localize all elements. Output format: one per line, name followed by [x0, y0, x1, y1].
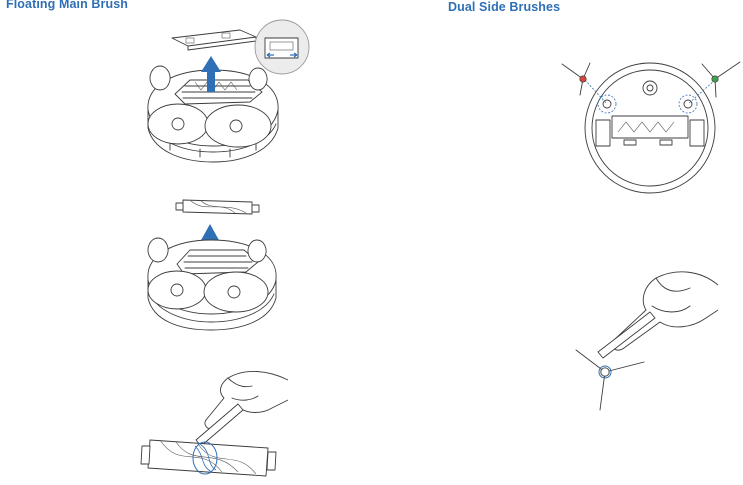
- hand-cleaning-main-brush-icon: [138, 365, 298, 485]
- section-title-floating-main-brush: Floating Main Brush: [6, 0, 128, 11]
- hand-removing-side-brush-icon: [570, 265, 743, 415]
- main-brush-removal-icon: [140, 190, 280, 335]
- section-title-dual-side-brushes: Dual Side Brushes: [448, 0, 560, 14]
- robot-open-cover-lift-icon: [140, 18, 315, 166]
- robot-underside-side-brushes-icon: [560, 55, 743, 205]
